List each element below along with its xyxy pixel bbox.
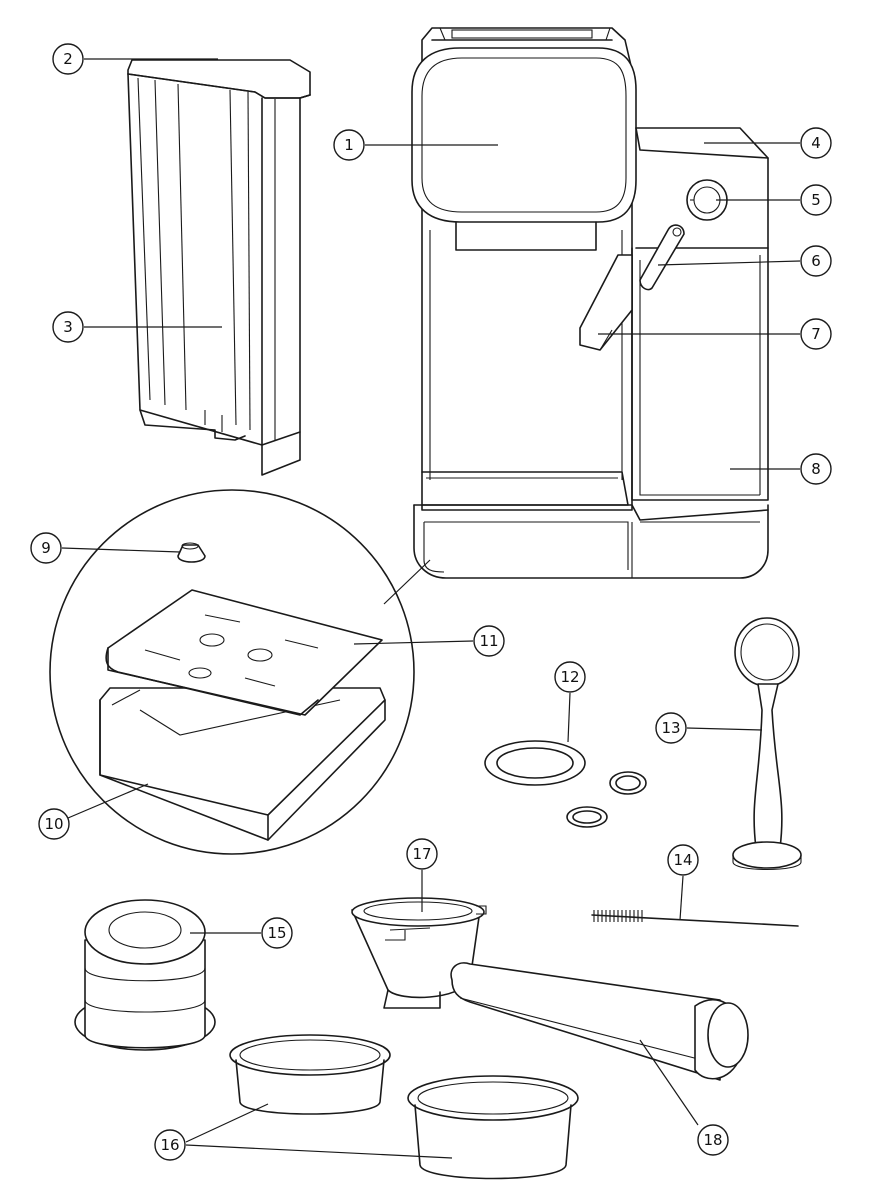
callout-16-label: 16 [160,1136,179,1154]
callout-1: 1 [333,129,365,161]
callout-14: 14 [667,844,699,876]
callout-8: 8 [800,453,832,485]
callout-1-label: 1 [344,136,354,154]
callout-7-label: 7 [811,325,821,343]
gaskets [484,740,647,828]
tamper [732,617,802,871]
callout-7: 7 [800,318,832,350]
callout-11-label: 11 [479,632,498,650]
callout-9-label: 9 [41,539,51,557]
callout-2-label: 2 [63,50,73,68]
callout-4-label: 4 [811,134,821,152]
callout-3: 3 [52,311,84,343]
filter-basket-double [407,1075,579,1180]
espresso-machine [411,27,769,579]
callout-14-label: 14 [673,851,692,869]
callout-5: 5 [800,184,832,216]
callout-13: 13 [655,712,687,744]
callout-15-label: 15 [267,924,286,942]
callout-18: 18 [697,1124,729,1156]
callout-13-label: 13 [661,719,680,737]
callout-6: 6 [800,245,832,277]
water-tank [127,59,311,476]
cleaning-brush [591,910,799,927]
callout-6-label: 6 [811,252,821,270]
callout-8-label: 8 [811,460,821,478]
callout-18-label: 18 [703,1131,722,1149]
callout-16: 16 [154,1129,186,1161]
filter-basket-single [229,1034,391,1115]
callout-12-label: 12 [560,668,579,686]
callout-3-label: 3 [63,318,73,336]
tamping-cup [74,899,216,1051]
callout-15: 15 [261,917,293,949]
portafilter [351,897,749,1081]
callout-11: 11 [473,625,505,657]
callout-5-label: 5 [811,191,821,209]
leader-lines [61,58,801,1159]
callout-10-label: 10 [44,815,63,833]
callout-2: 2 [52,43,84,75]
callout-17: 17 [406,838,438,870]
callout-9: 9 [30,532,62,564]
callout-4: 4 [800,127,832,159]
callout-10: 10 [38,808,70,840]
callout-17-label: 17 [412,845,431,863]
drip-tray-detail [49,489,431,855]
callout-12: 12 [554,661,586,693]
